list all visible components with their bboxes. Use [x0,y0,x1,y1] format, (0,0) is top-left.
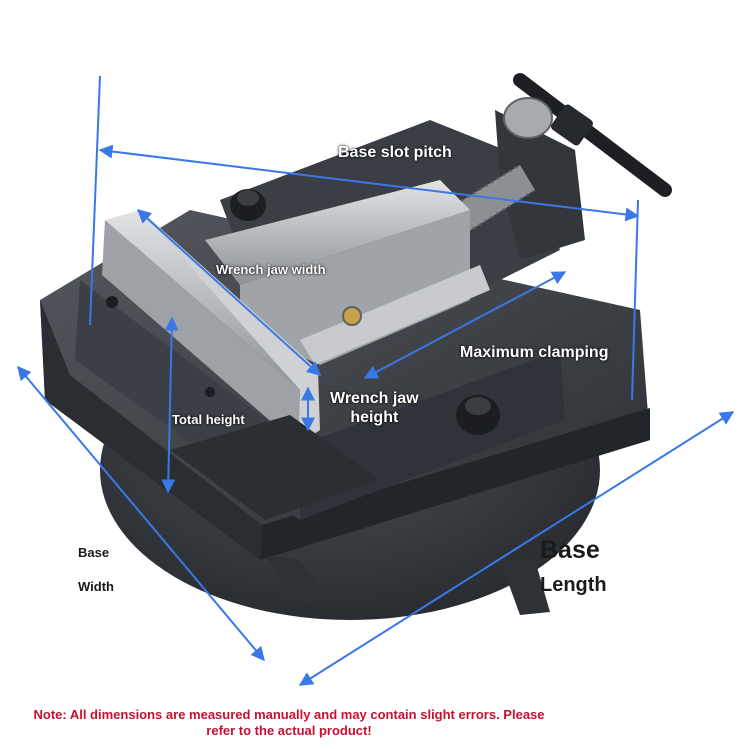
measurement-note: Note: All dimensions are measured manual… [0,707,578,739]
clamp-bolt-left [230,189,266,221]
base-width-label-line2: Width [78,579,114,594]
base-slot-pitch-label: Base slot pitch [338,144,452,161]
base-slot-pitch-arrow [98,144,640,222]
base-width-arrow [17,365,265,662]
wrench-jaw-width-arrow [136,209,322,376]
slot-right-extension [631,199,639,401]
base-length-label-line2: Length [540,574,607,596]
wrench-jaw-width-label: Wrench jaw width [216,262,326,277]
handle [503,73,672,197]
measurement-note-line1: Note: All dimensions are measured manual… [33,707,545,722]
maximum-clamping-arrow [363,271,567,379]
total-height-label: Total height [172,412,245,427]
wrench-jaw-height-line1: Wrench jaw [330,390,419,407]
base-width-label-line1: Base [78,545,110,560]
measurement-note-line2: refer to the actual product! [206,723,372,738]
maximum-clamping-label: Maximum clamping [460,344,609,361]
base-length-label-line1: Base [540,536,600,564]
base-length-arrow [298,411,735,686]
wrench-jaw-height-label: Wrench jaw height [330,389,419,427]
dimension-lines [17,75,735,686]
wrench-jaw-height-line2: height [350,409,399,426]
clamp-bolt-right [456,395,500,435]
slot-left-extension [89,75,101,326]
